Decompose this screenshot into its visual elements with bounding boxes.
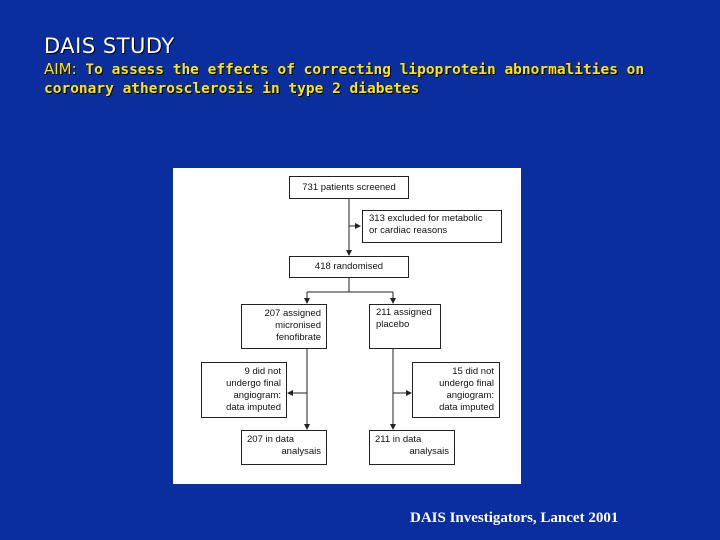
placebo-missing-line3: angiogram: bbox=[446, 390, 494, 401]
aim-text: To assess the effects of correcting lipo… bbox=[44, 62, 645, 97]
placebo-analysis-line1: 211 in data bbox=[375, 434, 422, 445]
slide-title: DAIS STUDY bbox=[44, 34, 175, 58]
screened-box: 731 patients screened bbox=[289, 176, 409, 199]
feno-analysis-line1: 207 in data bbox=[247, 434, 295, 445]
placebo-line2: placebo bbox=[376, 319, 410, 330]
fenofibrate-analysis-box: 207 in data analysais bbox=[241, 430, 327, 465]
feno-missing-line2: undergo final bbox=[226, 378, 281, 389]
placebo-line1: 211 assigned bbox=[376, 307, 432, 318]
placebo-missing-line4: data imputed bbox=[439, 402, 494, 413]
placebo-box: 211 assigned placebo bbox=[369, 304, 441, 349]
placebo-analysis-box: 211 in data analysais bbox=[369, 430, 455, 465]
feno-missing-line1: 9 did not bbox=[244, 366, 281, 377]
feno-missing-line4: data imputed bbox=[226, 402, 281, 413]
feno-analysis-line2: analysais bbox=[281, 446, 321, 457]
placebo-missing-line1: 15 did not bbox=[452, 366, 494, 377]
excluded-box: 313 excluded for metabolic or cardiac re… bbox=[362, 210, 502, 243]
placebo-missing-box: 15 did not undergo final angiogram: data… bbox=[412, 362, 500, 418]
placebo-analysis-line2: analysais bbox=[409, 446, 449, 457]
randomised-box: 418 randomised bbox=[289, 256, 409, 278]
fenofibrate-line2: micronised bbox=[275, 320, 321, 331]
citation: DAIS Investigators, Lancet 2001 bbox=[410, 510, 619, 526]
fenofibrate-line1: 207 assigned bbox=[264, 308, 321, 319]
excluded-line2: or cardiac reasons bbox=[369, 225, 448, 236]
aim-statement: AIM: To assess the effects of correcting… bbox=[44, 60, 684, 99]
flowchart-figure: 731 patients screened 313 excluded for m… bbox=[173, 168, 521, 484]
feno-missing-line3: angiogram: bbox=[233, 390, 281, 401]
excluded-line1: 313 excluded for metabolic bbox=[369, 213, 483, 224]
fenofibrate-line3: fenofibrate bbox=[276, 332, 321, 343]
flowchart-connectors bbox=[287, 199, 412, 430]
fenofibrate-box: 207 assigned micronised fenofibrate bbox=[241, 304, 327, 349]
aim-label: AIM: bbox=[44, 60, 77, 78]
fenofibrate-missing-box: 9 did not undergo final angiogram: data … bbox=[201, 362, 287, 418]
placebo-missing-line2: undergo final bbox=[439, 378, 494, 389]
